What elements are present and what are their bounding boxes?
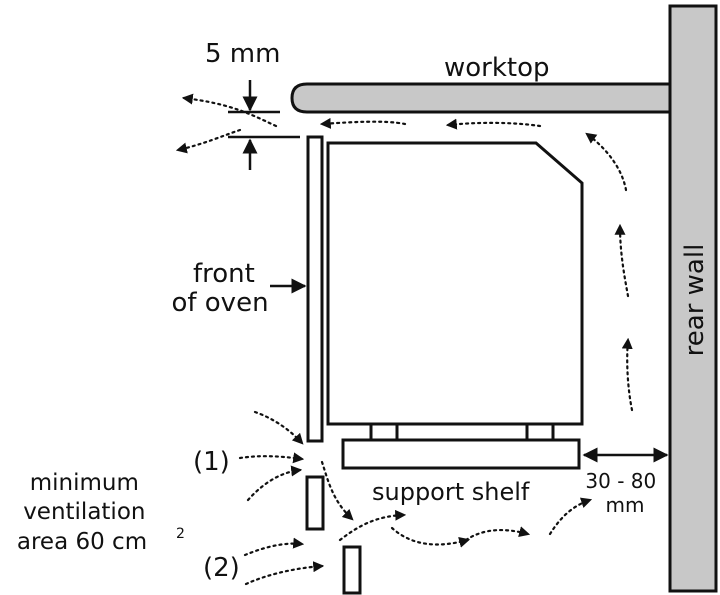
airflow-arrow: [621, 337, 634, 412]
worktop: [290, 82, 672, 114]
worktop-label: worktop: [444, 53, 550, 83]
ventilation-line2: ventilation: [23, 499, 145, 525]
plinth-lower: [342, 545, 362, 595]
gap-dimension-label: 5 mm: [205, 39, 280, 69]
front-of-oven-label: front of oven: [171, 259, 268, 318]
marker-2: (2): [203, 553, 240, 583]
airflow-arrow: [464, 526, 531, 542]
airflow-arrow: [246, 465, 303, 502]
oven-front-panel: [306, 135, 324, 443]
ventilation-label: minimum ventilation area 60 cm: [17, 470, 153, 555]
oven-foot-left: [369, 422, 399, 442]
clearance-label-line1: 30 - 80: [585, 469, 656, 493]
airflow-arrow: [585, 132, 628, 192]
airflow-arrow: [548, 497, 593, 536]
rear-wall-label: rear wall: [680, 244, 710, 357]
airflow-arrow: [390, 526, 471, 548]
ventilation-line3: area 60 cm: [17, 529, 147, 555]
front-label-line1: front: [193, 259, 255, 289]
ventilation-line1: minimum: [30, 470, 139, 496]
support-shelf-label: support shelf: [372, 478, 530, 506]
airflow-arrow: [243, 537, 305, 557]
airflow-arrow: [338, 509, 407, 542]
airflow-arrow: [614, 223, 630, 298]
airflow-arrow: [319, 117, 407, 129]
support-shelf: [341, 438, 581, 470]
airflow-arrow: [238, 452, 305, 464]
airflow-arrow: [175, 128, 242, 154]
airflow-arrow: [445, 118, 542, 130]
rear-wall: [668, 4, 718, 593]
marker-1: (1): [193, 447, 230, 477]
airflow-arrow: [181, 93, 278, 128]
airflow-arrow: [320, 460, 354, 521]
airflow-arrow: [253, 410, 304, 445]
airflow-arrows: [175, 93, 634, 586]
plinth-upper: [305, 475, 325, 531]
clearance-label: 30 - 80 mm: [585, 469, 662, 517]
ventilation-superscript: 2: [176, 526, 185, 542]
oven-foot-right: [525, 422, 555, 442]
clearance-label-line2: mm: [606, 493, 645, 517]
oven-body: [326, 141, 584, 426]
front-label-line2: of oven: [171, 288, 268, 318]
airflow-arrow: [244, 561, 325, 586]
